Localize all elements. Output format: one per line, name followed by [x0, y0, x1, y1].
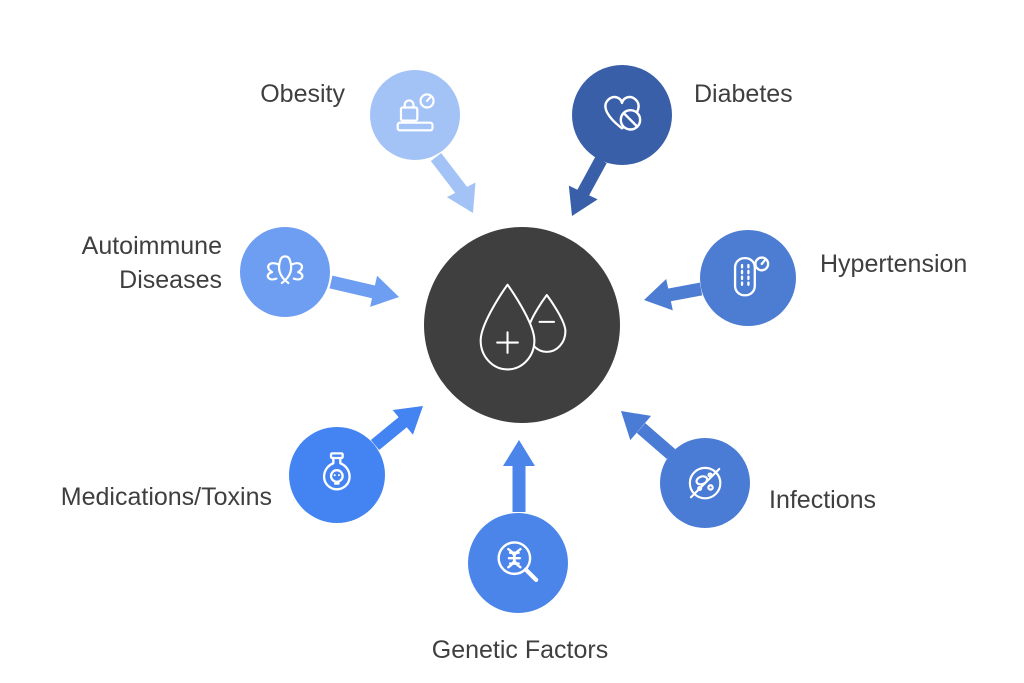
- arrow-hypertension: [644, 279, 703, 311]
- node-hypertension: [700, 230, 796, 326]
- arrow-infections: [621, 411, 676, 459]
- label-autoimmune-diseases: Autoimmune Diseases: [81, 232, 222, 294]
- node-diabetes: [572, 65, 672, 165]
- blood-pressure-monitor-icon: [734, 256, 770, 297]
- ribbon-butterfly-icon: [266, 255, 304, 284]
- poison-bottle-icon: [323, 452, 351, 491]
- node-obesity: [370, 70, 460, 160]
- blood-drops-plus-minus-icon: [479, 283, 567, 371]
- node-medications-toxins: [289, 427, 385, 523]
- node-infections: [660, 438, 750, 528]
- arrow-autoimmune-diseases: [329, 275, 399, 307]
- node-genetic-factors: [468, 513, 568, 613]
- label-obesity: Obesity: [260, 80, 345, 108]
- arrow-medications-toxins: [370, 406, 423, 451]
- center-circle: [424, 227, 620, 423]
- arrow-diabetes: [568, 156, 607, 216]
- node-autoimmune-diseases: [240, 227, 330, 317]
- label-infections: Infections: [769, 486, 877, 514]
- microbe-crossed-icon: [688, 466, 722, 500]
- label-medications-toxins: Medications/Toxins: [60, 483, 272, 511]
- weight-scale-icon: [396, 93, 435, 132]
- arrow-obesity: [430, 153, 476, 213]
- arrow-genetic-factors: [503, 440, 535, 512]
- label-genetic-factors: Genetic Factors: [431, 636, 609, 664]
- dna-magnifier-icon: [497, 541, 539, 583]
- label-hypertension: Hypertension: [820, 250, 968, 278]
- heart-pill-icon: [604, 95, 642, 131]
- label-diabetes: Diabetes: [694, 80, 793, 108]
